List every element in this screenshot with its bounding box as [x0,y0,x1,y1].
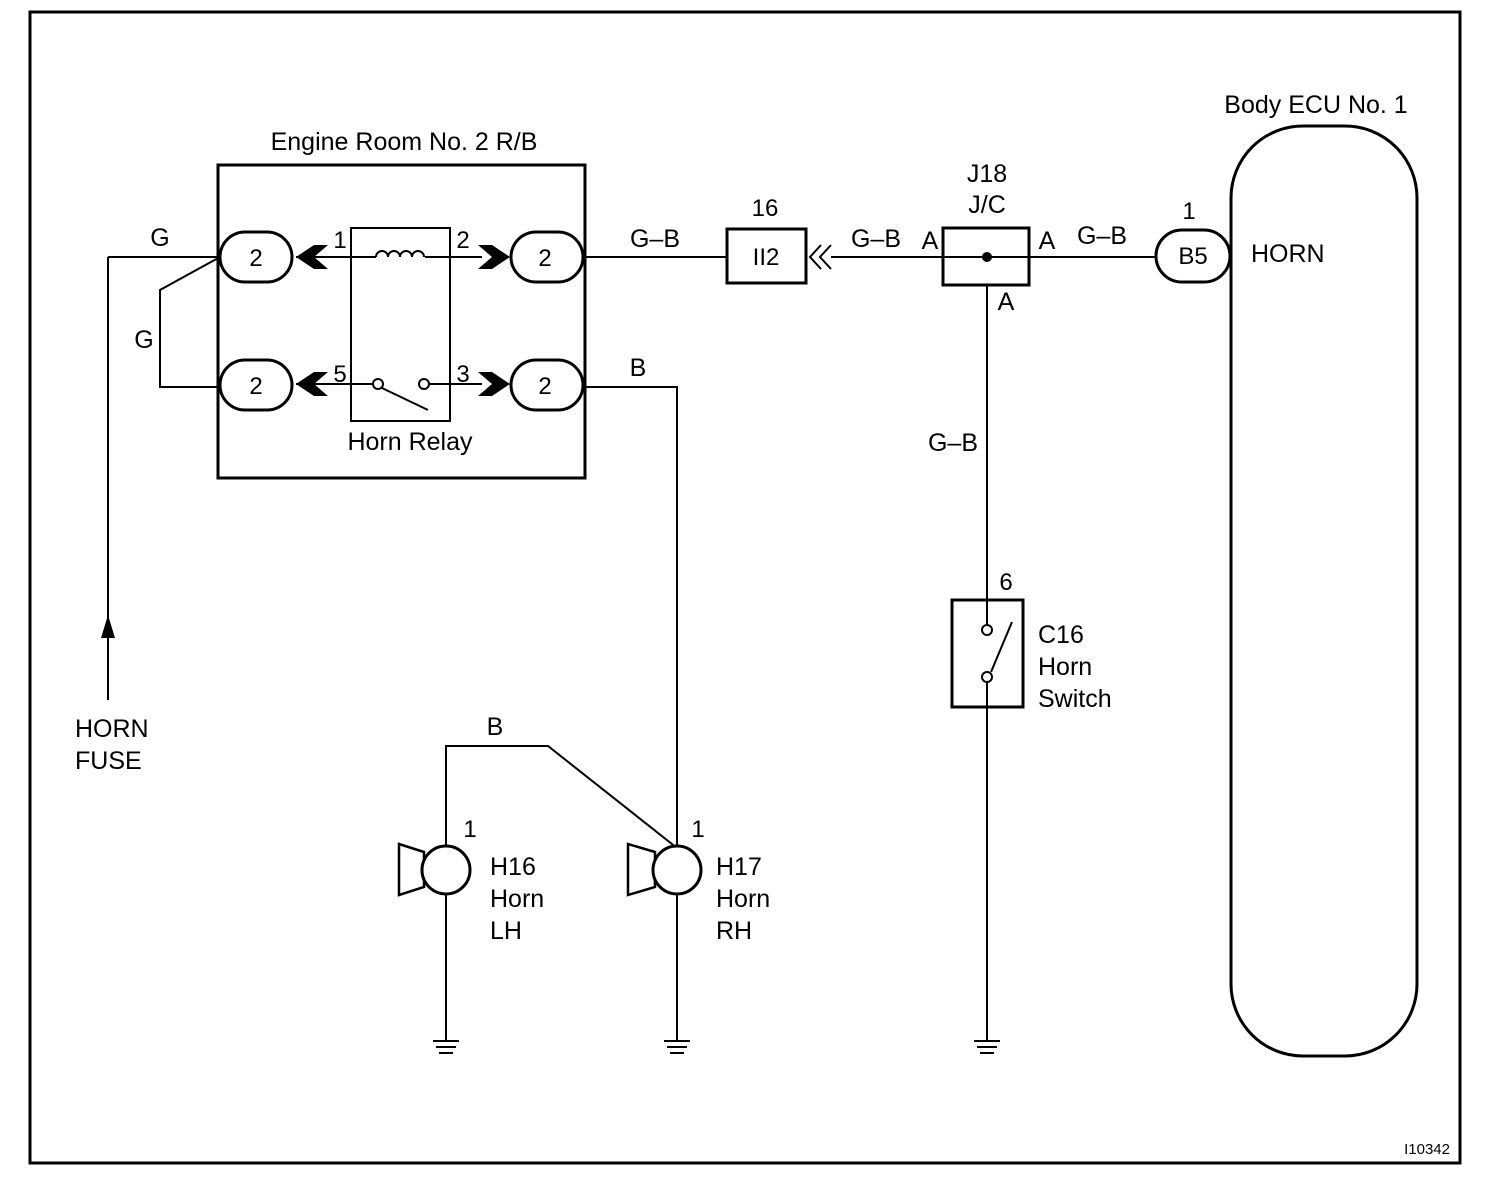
rb-connector-bottom-left [218,358,294,412]
horn-rh: 1 H17 Horn RH [626,816,770,1054]
rb-connector-bottom-right [509,358,585,412]
speaker-icon [626,842,657,897]
horn-lh-name-line2: LH [490,917,522,945]
horn-lh-circle [420,844,472,896]
horn-switch-contact-bottom [981,671,993,683]
rb-connector-bottom-right-label: 2 [538,373,551,400]
wire-b-horns [445,745,678,849]
diagram-frame [28,10,1462,1165]
j18-terminal-left: A [922,227,939,255]
wire-b-relay-label: B [630,354,647,382]
speaker-icon [397,842,426,897]
body-ecu: Body ECU No. 1 B5 1 HORN [1154,91,1419,1058]
horn-rh-name-line1: Horn [716,885,770,913]
horn-switch-name-line1: Horn [1038,653,1092,681]
relay-pin-2-terminal [478,245,510,269]
ground-icon [433,1040,459,1054]
wire-gb-jc-out-label: G–B [1077,222,1127,250]
relay-switch-contact-left [372,378,384,390]
horn-relay-box [350,227,451,422]
relay-coil-symbol [375,250,425,258]
horn-switch-pin-label: 6 [999,569,1012,596]
j18-terminal-bottom: A [998,288,1015,316]
relay-pin-5-label: 5 [333,361,346,388]
ecu-pin-label: 1 [1182,198,1195,225]
rb-connector-bottom-left-label: 2 [249,373,262,400]
figure-code: I10342 [1404,1141,1450,1158]
horn-lh-pin-label: 1 [463,816,476,843]
relay-pin-5-terminal [296,372,328,396]
body-ecu-title: Body ECU No. 1 [1224,91,1407,119]
horn-rh-code: H17 [716,853,762,881]
wire-gb-vertical-label: G–B [928,429,978,457]
horn-switch-code: C16 [1038,621,1084,649]
ii2-connector-label: II2 [753,244,780,271]
horn-fuse-label-line1: HORN [75,715,149,743]
ii2-pin-label: 16 [752,195,779,222]
horn-fuse-feed: G G HORN FUSE [75,224,221,775]
wire-gb-relay-out-label: G–B [630,225,680,253]
wire-g-loop-label: G [134,326,153,354]
j18-terminal-right: A [1039,227,1056,255]
horn-signal-line: G–B II2 16 G–B J18 J/C A A A G–B [583,160,1158,316]
horn-fuse-label-line2: FUSE [75,747,142,775]
horn-switch-branch: G–B 6 C16 Horn Switch [928,285,1112,1054]
j18-type: J/C [968,191,1006,219]
relay-pin-3-terminal [478,372,510,396]
horn-relay-label: Horn Relay [347,428,473,456]
relay-pin-1-terminal [296,245,328,269]
horn-lh-code: H16 [490,853,536,881]
relay-pin-3-label: 3 [456,361,469,388]
relay-block: Engine Room No. 2 R/B Horn Relay 1 2 5 3… [216,128,587,480]
wire-gb-ii2-out-label: G–B [851,225,901,253]
horn-rh-circle [651,844,703,896]
horns: B B 1 H16 Horn LH 1 H17 Horn [397,354,770,1054]
body-ecu-box [1229,124,1419,1058]
relay-pin-1-label: 1 [333,227,346,254]
ii2-plug-chevron [808,244,832,270]
relay-switch-contact-right [418,378,430,390]
relay-block-box [216,163,587,480]
horn-lh: 1 H16 Horn LH [397,816,544,1054]
relay-switch-blade [381,387,429,411]
horn-switch-blade [990,621,1013,673]
ecu-connector-b5 [1154,228,1232,284]
horn-rh-name-line2: RH [716,917,752,945]
j18-junction-dot [982,252,992,262]
j18-name: J18 [967,160,1007,188]
horn-rh-pin-label: 1 [691,816,704,843]
wire-g-loop [159,256,221,388]
rb-connector-top-left-label: 2 [249,245,262,272]
ecu-connector-label: B5 [1178,243,1207,270]
relay-block-title: Engine Room No. 2 R/B [271,128,538,156]
ii2-connector [725,227,808,285]
horn-lh-name-line1: Horn [490,885,544,913]
relay-pin-2-label: 2 [456,227,469,254]
up-arrow-icon [101,615,115,638]
wire-b-horns-label: B [487,713,504,741]
horn-switch-name-line2: Switch [1038,685,1112,713]
rb-connector-top-right-label: 2 [538,245,551,272]
wire-g-top-label: G [150,224,169,252]
ground-icon [664,1040,690,1054]
horn-switch-contact-top [981,624,993,636]
wire-b-relay [583,386,678,848]
ground-icon [974,1040,1000,1054]
ecu-horn-signal-label: HORN [1251,240,1325,268]
